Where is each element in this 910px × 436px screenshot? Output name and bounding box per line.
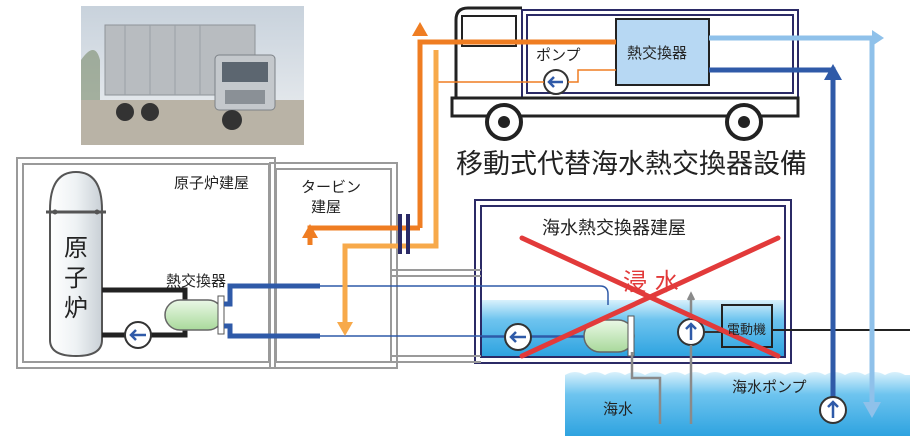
reactor-vessel xyxy=(46,170,106,358)
diagram-title: 移動式代替海水熱交換器設備 xyxy=(456,149,807,180)
truck-photo xyxy=(81,6,304,145)
reactor-heat-exchanger-icon xyxy=(164,295,225,335)
flooded-label: 浸 水 xyxy=(623,268,679,296)
truck-pump-icon xyxy=(543,69,569,95)
truck-diagram xyxy=(450,6,800,141)
seawater-bldg-pump-icon xyxy=(482,323,584,351)
seawater-hx-building-label: 海水熱交換器建屋 xyxy=(542,218,686,239)
turbine-building-label-2: 建屋 xyxy=(311,198,342,216)
reactor-building-label: 原子炉建屋 xyxy=(174,174,250,192)
duct xyxy=(391,269,481,363)
truck-heat-exchanger-label: 熱交換器 xyxy=(627,44,688,62)
reactor-label-char-2: 子 xyxy=(64,264,88,292)
heat-exchanger-label: 熱交換器 xyxy=(166,272,227,290)
seawater-pump-label: 海水ポンプ xyxy=(732,378,807,396)
seawater-label: 海水 xyxy=(603,400,634,418)
truck-seawater-lines xyxy=(709,30,884,424)
seawater-pump-motor xyxy=(677,304,910,348)
turbine-building-label-1: タービン xyxy=(301,178,362,196)
flood-cross-mark xyxy=(519,235,781,359)
reactor-label-char-1: 原 xyxy=(64,234,88,262)
temporary-hot-line xyxy=(302,22,616,336)
truck-pump-label: ポンプ xyxy=(536,46,581,64)
reactor-label-char-3: 炉 xyxy=(64,294,88,322)
turbine-building xyxy=(269,162,398,369)
reactor-pump-icon xyxy=(124,321,152,349)
motor-label: 電動機 xyxy=(727,323,767,338)
